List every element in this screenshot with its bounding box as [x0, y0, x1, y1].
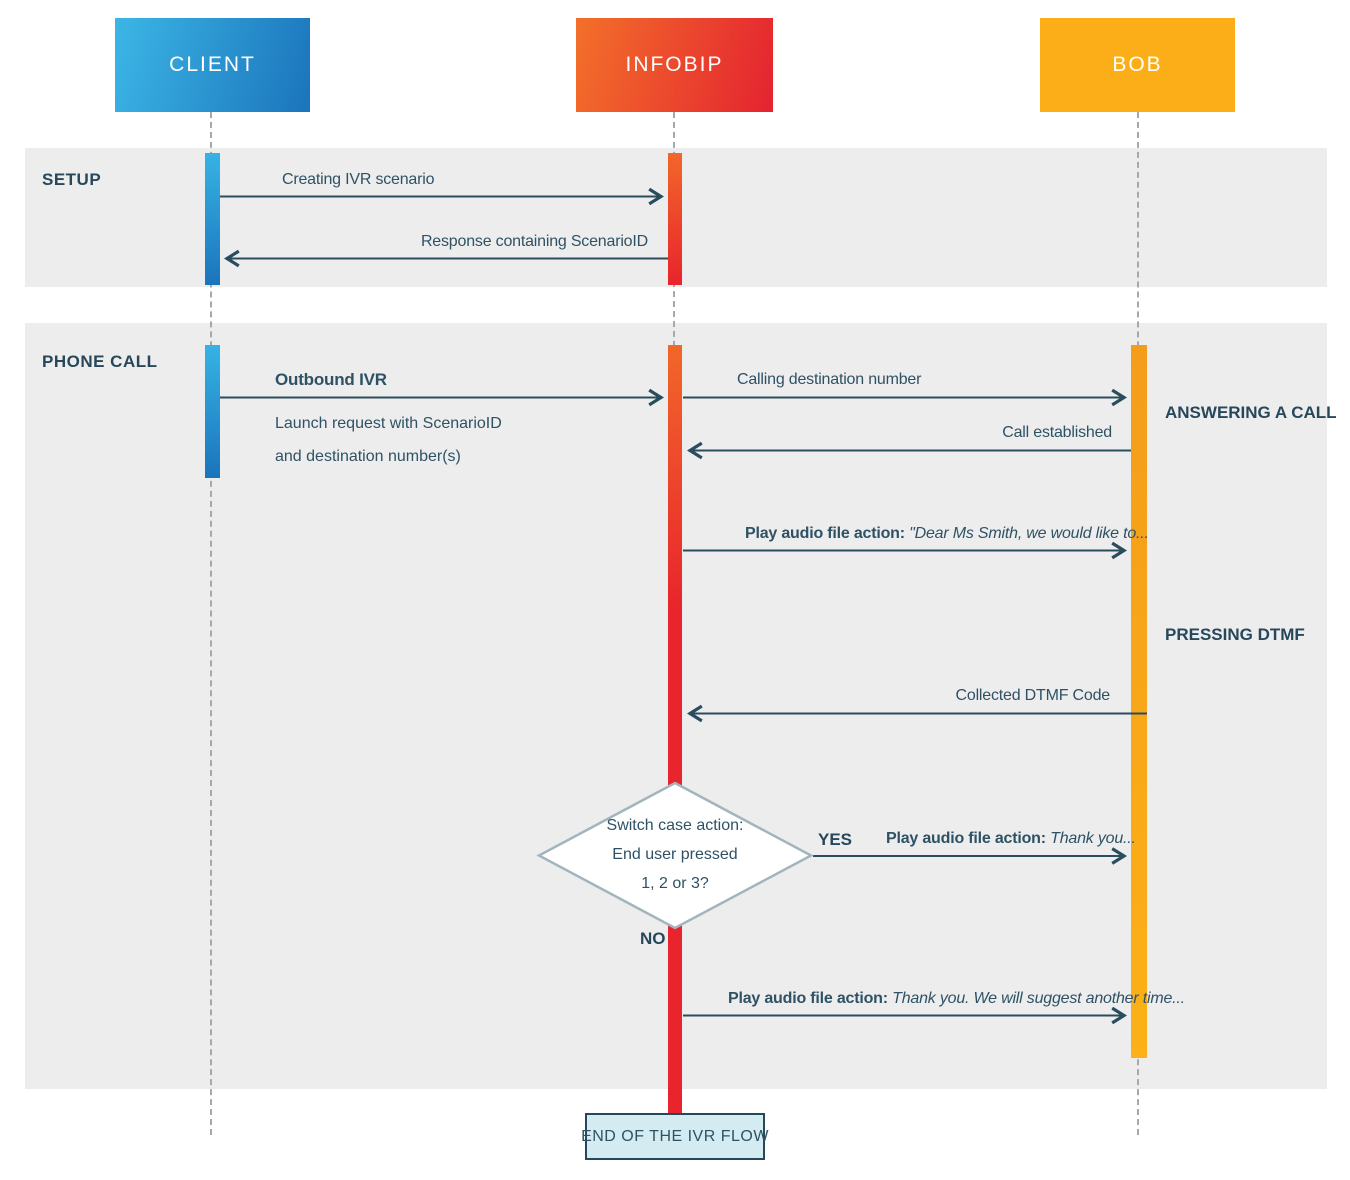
play-audio-thanks-bold: Play audio file action:	[886, 830, 1046, 847]
outbound-desc-line1: Launch request with ScenarioID	[275, 415, 502, 432]
client-activation-bar-setup	[205, 153, 220, 285]
bob-activation-bar-phone	[1131, 345, 1147, 1058]
play-audio-suggest-quote: Thank you. We will suggest another time.…	[892, 990, 1185, 1007]
message-call-established: Call established	[1002, 424, 1112, 441]
message-play-audio-dear-ms-smith: Play audio file action: "Dear Ms Smith, …	[745, 525, 1149, 543]
setup-section-label: SETUP	[42, 170, 102, 189]
actor-infobip-header: INFOBIP	[576, 18, 773, 112]
actor-client-label: CLIENT	[169, 53, 256, 76]
label-no-branch: NO	[640, 929, 666, 948]
label-answering-a-call: ANSWERING A CALL	[1165, 403, 1337, 422]
play-audio-dear-quote: "Dear Ms Smith, we would like to...	[909, 525, 1149, 542]
message-collected-dtmf-code: Collected DTMF Code	[955, 687, 1111, 704]
decision-line1: Switch case action:	[606, 817, 744, 834]
message-response-scenarioid: Response containing ScenarioID	[420, 233, 648, 250]
switch-case-decision-diamond	[536, 781, 814, 930]
actor-bob-label: BOB	[1112, 53, 1163, 76]
decision-line2: End user pressed	[612, 846, 738, 863]
play-audio-suggest-bold: Play audio file action:	[728, 990, 888, 1007]
actor-bob-header: BOB	[1040, 18, 1235, 112]
play-audio-dear-bold: Play audio file action:	[745, 525, 905, 542]
message-play-audio-suggest-another-time: Play audio file action: Thank you. We wi…	[728, 990, 1185, 1008]
client-lifeline	[210, 112, 212, 1135]
outbound-desc-line2: and destination number(s)	[275, 448, 461, 465]
label-pressing-dtmf: PRESSING DTMF	[1165, 625, 1305, 644]
play-audio-thanks-quote: Thank you...	[1050, 830, 1136, 847]
message-outbound-ivr-title: Outbound IVR	[275, 370, 387, 389]
end-of-ivr-flow-label: END OF THE IVR FLOW	[581, 1127, 769, 1145]
decision-diamond-text: Switch case action: End user pressed 1, …	[565, 811, 785, 898]
message-creating-ivr-scenario: Creating IVR scenario	[282, 171, 435, 188]
actor-client-header: CLIENT	[115, 18, 310, 112]
label-yes-branch: YES	[818, 830, 853, 849]
decision-line3: 1, 2 or 3?	[641, 875, 709, 892]
message-play-audio-thank-you: Play audio file action: Thank you...	[886, 830, 1136, 848]
infobip-activation-bar-setup	[668, 153, 682, 285]
phone-call-section-label: PHONE CALL	[42, 352, 158, 371]
client-activation-bar-phone	[205, 345, 220, 478]
actor-infobip-label: INFOBIP	[625, 53, 724, 76]
end-of-ivr-flow-box: END OF THE IVR FLOW	[581, 1113, 768, 1160]
message-outbound-ivr-description: Launch request with ScenarioID and desti…	[275, 407, 502, 473]
message-calling-destination-number: Calling destination number	[737, 371, 922, 388]
